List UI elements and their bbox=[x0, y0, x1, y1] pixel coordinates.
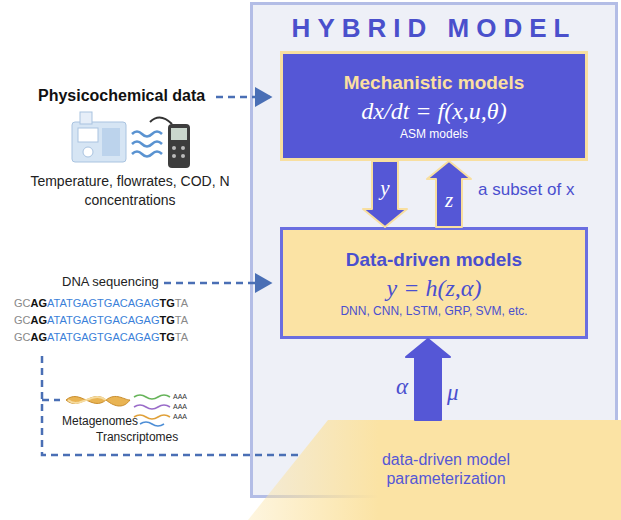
meter-icon bbox=[150, 117, 190, 168]
sequence-part: TA bbox=[175, 331, 188, 343]
block-arrow bbox=[427, 161, 471, 227]
polya-tail: AAA bbox=[173, 393, 187, 400]
sequence-part: GC bbox=[14, 331, 31, 343]
sequence-part: AG bbox=[31, 297, 48, 309]
node-text: Data-driven models bbox=[346, 249, 522, 271]
parameterization-band: data-driven model parameterization bbox=[248, 420, 621, 520]
sequence-part: GC bbox=[14, 297, 31, 309]
parameter-symbol: α bbox=[396, 374, 408, 400]
node-text: HYBRID MODEL bbox=[253, 5, 615, 44]
sequence-part: AG bbox=[31, 314, 48, 326]
mechanistic-box: Mechanistic models dx/dt = f(x,u,θ) ASM mo… bbox=[280, 51, 588, 161]
dna-sequence: GCAGATATGAGTGACAGAGTGTA bbox=[14, 331, 188, 343]
block-arrow bbox=[406, 339, 450, 420]
parameter-symbol: μ bbox=[447, 380, 459, 406]
sequence-part: AG bbox=[31, 331, 48, 343]
node-text: Mechanistic models bbox=[344, 72, 525, 94]
source-title: Physicochemical data bbox=[38, 87, 205, 105]
data-type: Transcriptomes bbox=[96, 430, 178, 444]
sequence-part: GC bbox=[14, 314, 31, 326]
node-text: y = h(z,α) bbox=[387, 275, 482, 302]
sequence-part: TA bbox=[175, 314, 188, 326]
edge-label: y bbox=[380, 176, 389, 201]
source-note: Temperature, flowrates, COD, N concentra… bbox=[28, 172, 232, 210]
sequence-part: TG bbox=[159, 331, 174, 343]
arrow-note: a subset of x bbox=[478, 180, 574, 200]
sequence-part: TA bbox=[175, 297, 188, 309]
sequence-part: ATATGAGTGACAGAG bbox=[47, 331, 159, 343]
polya-tail: AAA bbox=[173, 403, 187, 410]
data-driven-box: Data-driven models y = h(z,α) DNN, CNN, LS… bbox=[280, 227, 588, 339]
lab-equipment-icon bbox=[72, 112, 126, 162]
edge-label: z bbox=[445, 188, 453, 213]
node-text: DNN, CNN, LSTM, GRP, SVM, etc. bbox=[340, 304, 527, 318]
source-title: DNA sequencing bbox=[62, 274, 159, 289]
water-icon bbox=[132, 132, 162, 157]
metagenome-icon bbox=[66, 396, 130, 406]
node-text: dx/dt = f(x,u,θ) bbox=[361, 98, 506, 125]
sequence-part: TG bbox=[159, 314, 174, 326]
dna-sequence: GCAGATATGAGTGACAGAGTGTA bbox=[14, 314, 188, 326]
dna-sequence: GCAGATATGAGTGACAGAGTGTA bbox=[14, 297, 188, 309]
sequence-part: ATATGAGTGACAGAG bbox=[47, 314, 159, 326]
sequence-part: ATATGAGTGACAGAG bbox=[47, 297, 159, 309]
sequence-part: TG bbox=[159, 297, 174, 309]
block-arrow bbox=[363, 161, 407, 227]
dashed-data-arrows bbox=[42, 97, 298, 455]
data-type: Metagenomes bbox=[62, 414, 138, 428]
transcript-icon bbox=[134, 395, 170, 426]
polya-tail: AAA bbox=[173, 413, 187, 420]
node-text: data-driven model parameterization bbox=[356, 450, 536, 488]
node-text: ASM models bbox=[400, 127, 468, 141]
